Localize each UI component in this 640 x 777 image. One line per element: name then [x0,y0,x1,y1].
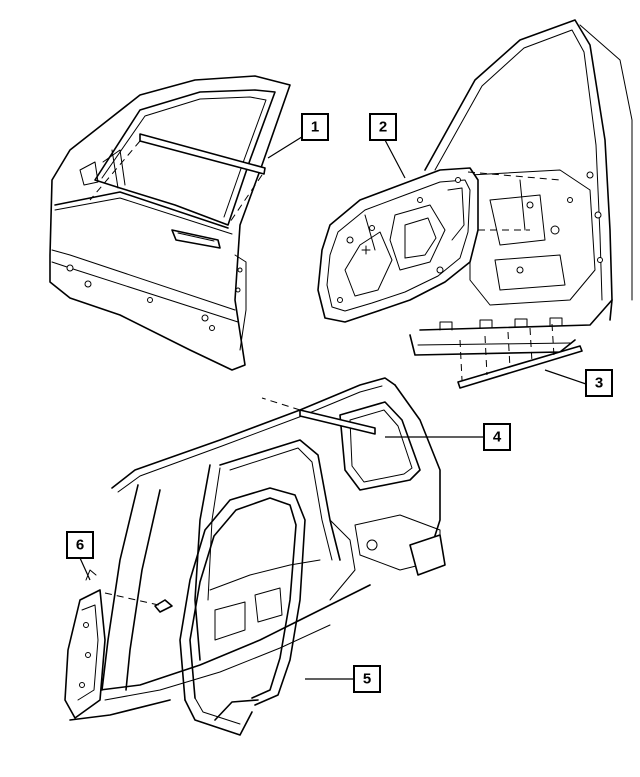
door-inner-panel [317,167,561,323]
callout-4-label: 4 [493,429,502,446]
callout-5: 5 [305,665,381,693]
callout-5-label: 5 [363,671,371,688]
body-side-aperture [69,377,446,721]
callout-1: 1 [267,113,329,159]
roof-weatherstrip [261,397,376,435]
callout-4: 4 [385,423,511,451]
sill-weatherstrip [457,323,583,389]
callout-2: 2 [369,113,406,179]
callout-6-label: 6 [76,537,84,554]
callout-3: 3 [544,369,613,397]
callout-3-label: 3 [595,375,603,392]
front-door-opening [409,19,633,356]
a-pillar-panel [64,569,106,719]
callout-2-label: 2 [379,119,387,136]
callout-6: 6 [66,531,94,581]
belt-weatherstrip [89,133,266,226]
callout-1-label: 1 [311,119,319,136]
rear-door-weatherstrip [179,487,306,736]
front-door-shell [49,75,291,371]
pillar-weatherstrip [104,592,173,613]
